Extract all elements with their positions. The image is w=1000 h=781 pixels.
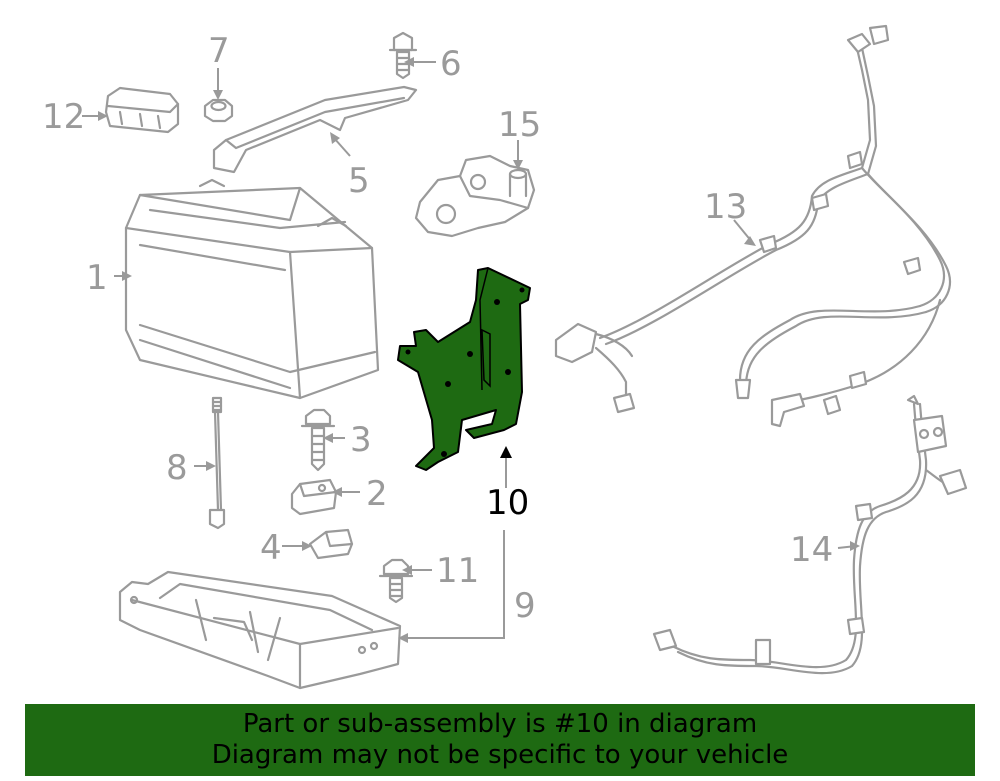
- terminal-cover-part-12[interactable]: [104, 86, 180, 134]
- banner-line-2: Diagram may not be specific to your vehi…: [211, 740, 789, 770]
- callout-4: 4: [260, 528, 282, 568]
- parts-diagram: 1 2 3 4 5 6 7 8 9 10 11 12 13 14 15: [42, 24, 968, 690]
- rod-part-8[interactable]: [208, 396, 226, 530]
- nut-part-7[interactable]: [203, 98, 234, 123]
- callout-6: 6: [440, 44, 462, 84]
- cable-part-14[interactable]: [652, 394, 968, 675]
- callout-8: 8: [166, 448, 188, 488]
- callout-14: 14: [790, 530, 833, 570]
- callout-12: 12: [42, 97, 85, 137]
- info-banner: Part or sub-assembly is #10 in diagram D…: [25, 704, 975, 776]
- callout-7: 7: [208, 31, 230, 71]
- bracket-part-10[interactable]: [397, 267, 531, 471]
- callout-2: 2: [366, 474, 388, 514]
- harness-part-13[interactable]: [554, 24, 951, 428]
- callout-15: 15: [498, 105, 541, 145]
- callout-3: 3: [350, 420, 372, 460]
- callout-10: 10: [486, 483, 529, 523]
- callout-9: 9: [514, 586, 536, 626]
- arrowheads: [98, 57, 860, 643]
- clip-part-2[interactable]: [290, 478, 338, 516]
- battery-part-1[interactable]: [124, 178, 380, 400]
- sensor-module-part-15[interactable]: [414, 154, 536, 238]
- banner-line-1: Part or sub-assembly is #10 in diagram: [242, 709, 758, 739]
- battery-tray-part-9[interactable]: [118, 570, 402, 690]
- bolt-part-11[interactable]: [378, 558, 414, 604]
- callout-11: 11: [436, 551, 479, 591]
- callout-5: 5: [348, 161, 370, 201]
- bolt-part-6[interactable]: [388, 31, 418, 80]
- hold-down-bar-part-5[interactable]: [212, 85, 418, 174]
- bolt-part-3[interactable]: [300, 408, 336, 472]
- wedge-part-4[interactable]: [308, 528, 354, 560]
- callout-1: 1: [86, 258, 108, 298]
- callout-13: 13: [704, 187, 747, 227]
